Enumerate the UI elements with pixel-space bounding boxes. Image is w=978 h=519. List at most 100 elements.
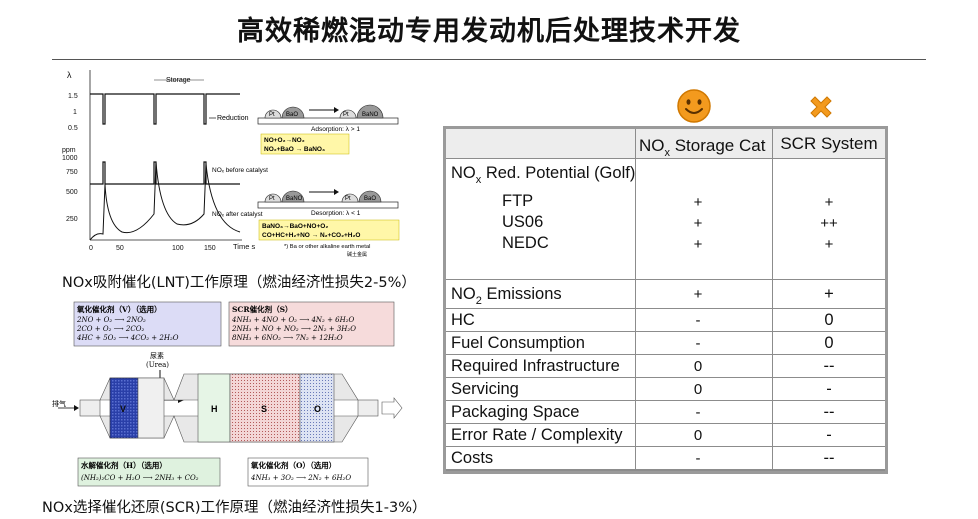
box-o-formula: 4NH₃ + 3O₂ ⟶ 2N₂ + 6H₂O xyxy=(250,474,351,482)
lnt-principle-figure: λ 1.5 1 0.5 ppm 1000 750 500 250 0 50 10… xyxy=(62,70,400,258)
s-label: S xyxy=(261,404,267,414)
pt-label: Pt xyxy=(343,112,349,118)
lnt-caption: NOx吸附催化(LNT)工作原理（燃油经济性损失2-5%） xyxy=(62,275,416,291)
row-costs: Costs - xyxy=(446,447,772,469)
error-scr-value: - xyxy=(773,424,885,446)
lambda-tick: 1.5 xyxy=(68,93,78,100)
nedc-storage-value: + xyxy=(693,236,703,253)
hydrolysis-catalyst-h-box xyxy=(77,457,221,487)
x-tick: 50 xyxy=(116,245,124,252)
lambda-tick: 0.5 xyxy=(68,125,78,132)
lambda-axis-label: λ xyxy=(67,70,72,80)
no2-label-b: Emissions xyxy=(481,284,562,303)
h-label: H xyxy=(211,404,218,414)
header-empty-cell xyxy=(446,129,772,158)
no2-storage-value: + xyxy=(693,285,703,303)
cycle-us06: US06 xyxy=(502,213,544,231)
fuel-storage-value: - xyxy=(695,334,701,352)
box-s-formula: 4NH₃ + 4NO + O₂ ⟶ 4N₂ + 6H₂O xyxy=(231,316,355,324)
no2-label-a: NO xyxy=(451,284,476,303)
header-scr-system: SCR System xyxy=(773,129,885,158)
title-divider xyxy=(52,59,926,60)
equation: NO₂+BaO → BaNO₃ xyxy=(264,146,325,153)
cycle-nedc: NEDC xyxy=(502,234,549,252)
row-no2-emissions: NO2 Emissions + xyxy=(446,280,772,308)
equation: CO+HC+H₂+NO → N₂+CO₂+H₂O xyxy=(262,232,360,239)
column-separator xyxy=(635,129,636,471)
row-fuel-consumption: Fuel Consumption - xyxy=(446,332,772,354)
box-h-formula: (NH₂)₂CO + H₂O ⟶ 2NH₃ + CO₂ xyxy=(81,474,199,482)
desorption-equations-box xyxy=(258,219,400,241)
comparison-table: SCR System NOx Red. Potential (Golf) FTP… xyxy=(443,126,888,474)
bao-label: BaO xyxy=(364,196,376,202)
hc-label: HC xyxy=(451,310,475,329)
scr-caption: NOx选择催化还原(SCR)工作原理（燃油经济性损失1-3%） xyxy=(42,500,427,516)
v-label: V xyxy=(120,404,126,414)
header-nox-storage-cat: NOx Storage Cat xyxy=(639,136,766,159)
s-substrate xyxy=(229,373,301,443)
oxidation-catalyst-v-box xyxy=(73,301,222,347)
costs-storage-value: - xyxy=(695,449,701,467)
x-axis-label: Time s xyxy=(233,242,255,251)
box-v-title: 氧化催化剂（V）（选用） xyxy=(76,304,162,314)
no2-scr-value: + xyxy=(773,280,885,308)
box-o-title: 氧化催化剂（O）（选用） xyxy=(250,460,336,470)
o-label: O xyxy=(314,404,321,414)
servicing-storage-value: 0 xyxy=(693,380,703,398)
scr-principle-figure: 氧化催化剂（V）（选用） 2NO + O₂ ⟶ 2NO₂ 2CO + O₂ ⟶ … xyxy=(52,301,403,487)
equation: NO+O₂→NO₂ xyxy=(264,137,305,144)
ftp-scr-value: + xyxy=(824,194,834,211)
box-s-formula: 8NH₃ + 6NO₂ ⟶ 7N₂ + 12H₂O xyxy=(232,334,343,342)
bano-label: BaNO xyxy=(286,196,303,202)
x-tick: 150 xyxy=(204,245,216,252)
cross-icon xyxy=(810,96,832,118)
adsorption-equations-box xyxy=(260,133,350,155)
box-s-title: SCR催化剂（S） xyxy=(232,304,293,314)
infra-storage-value: 0 xyxy=(693,357,703,375)
packaging-scr-value: -- xyxy=(773,401,885,423)
equation: BaNO₃→BaO+NO+O₂ xyxy=(262,223,328,230)
lambda-tick: 1 xyxy=(73,109,77,116)
box-v-formula: 4HC + 5O₂ ⟶ 4CO₂ + 2H₂O xyxy=(76,334,179,342)
exhaust-label: 排气 xyxy=(52,399,66,408)
hc-scr-value: 0 xyxy=(773,309,885,331)
bano-label: BaNO xyxy=(362,112,379,118)
ppm-tick: 750 xyxy=(66,169,78,176)
costs-scr-value: -- xyxy=(773,447,885,469)
hc-storage-value: - xyxy=(695,311,701,329)
error-storage-value: 0 xyxy=(693,426,703,444)
red-potential-label-b: Red. Potential (Golf) xyxy=(481,164,636,182)
urea-cn-label: 尿素 xyxy=(150,351,164,360)
no2-label-sub: 2 xyxy=(475,294,482,307)
us06-scr-value: ++ xyxy=(820,215,838,232)
ppm-tick: 1000 xyxy=(62,155,78,162)
footnote: *) Ba or other alkaline earth metal xyxy=(284,244,370,250)
red-potential-scr-cell: + ++ + xyxy=(773,159,885,279)
box-h-title: 水解催化剂（H）（选用） xyxy=(81,460,167,470)
reduction-label: Reduction xyxy=(217,115,249,122)
infra-scr-value: -- xyxy=(773,355,885,377)
red-potential-label-a: NO xyxy=(451,164,476,182)
bao-label: BaO xyxy=(286,112,298,118)
x-tick: 0 xyxy=(89,245,93,252)
packaging-label: Packaging Space xyxy=(451,402,580,421)
o-substrate xyxy=(299,373,335,443)
adsorption-label: Adsorption: λ > 1 xyxy=(311,126,360,133)
fuel-label: Fuel Consumption xyxy=(451,333,585,352)
scr-catalyst-s-box xyxy=(228,301,395,347)
box-s-formula: 2NH₃ + NO + NO₂ ⟶ 2N₂ + 3H₂O xyxy=(231,325,356,333)
storage-label: Storage xyxy=(166,77,191,84)
ftp-storage-value: + xyxy=(693,194,703,211)
cycle-ftp: FTP xyxy=(502,192,534,210)
us06-storage-value: + xyxy=(693,215,703,232)
packaging-storage-value: - xyxy=(695,403,701,421)
ppm-tick: 500 xyxy=(66,189,78,196)
v-substrate xyxy=(109,377,139,439)
servicing-scr-value: - xyxy=(773,378,885,400)
costs-label: Costs xyxy=(451,448,494,467)
pt-label: Pt xyxy=(345,196,351,202)
smiley-face-icon xyxy=(677,89,711,123)
oxidation-catalyst-o-box xyxy=(247,457,369,487)
